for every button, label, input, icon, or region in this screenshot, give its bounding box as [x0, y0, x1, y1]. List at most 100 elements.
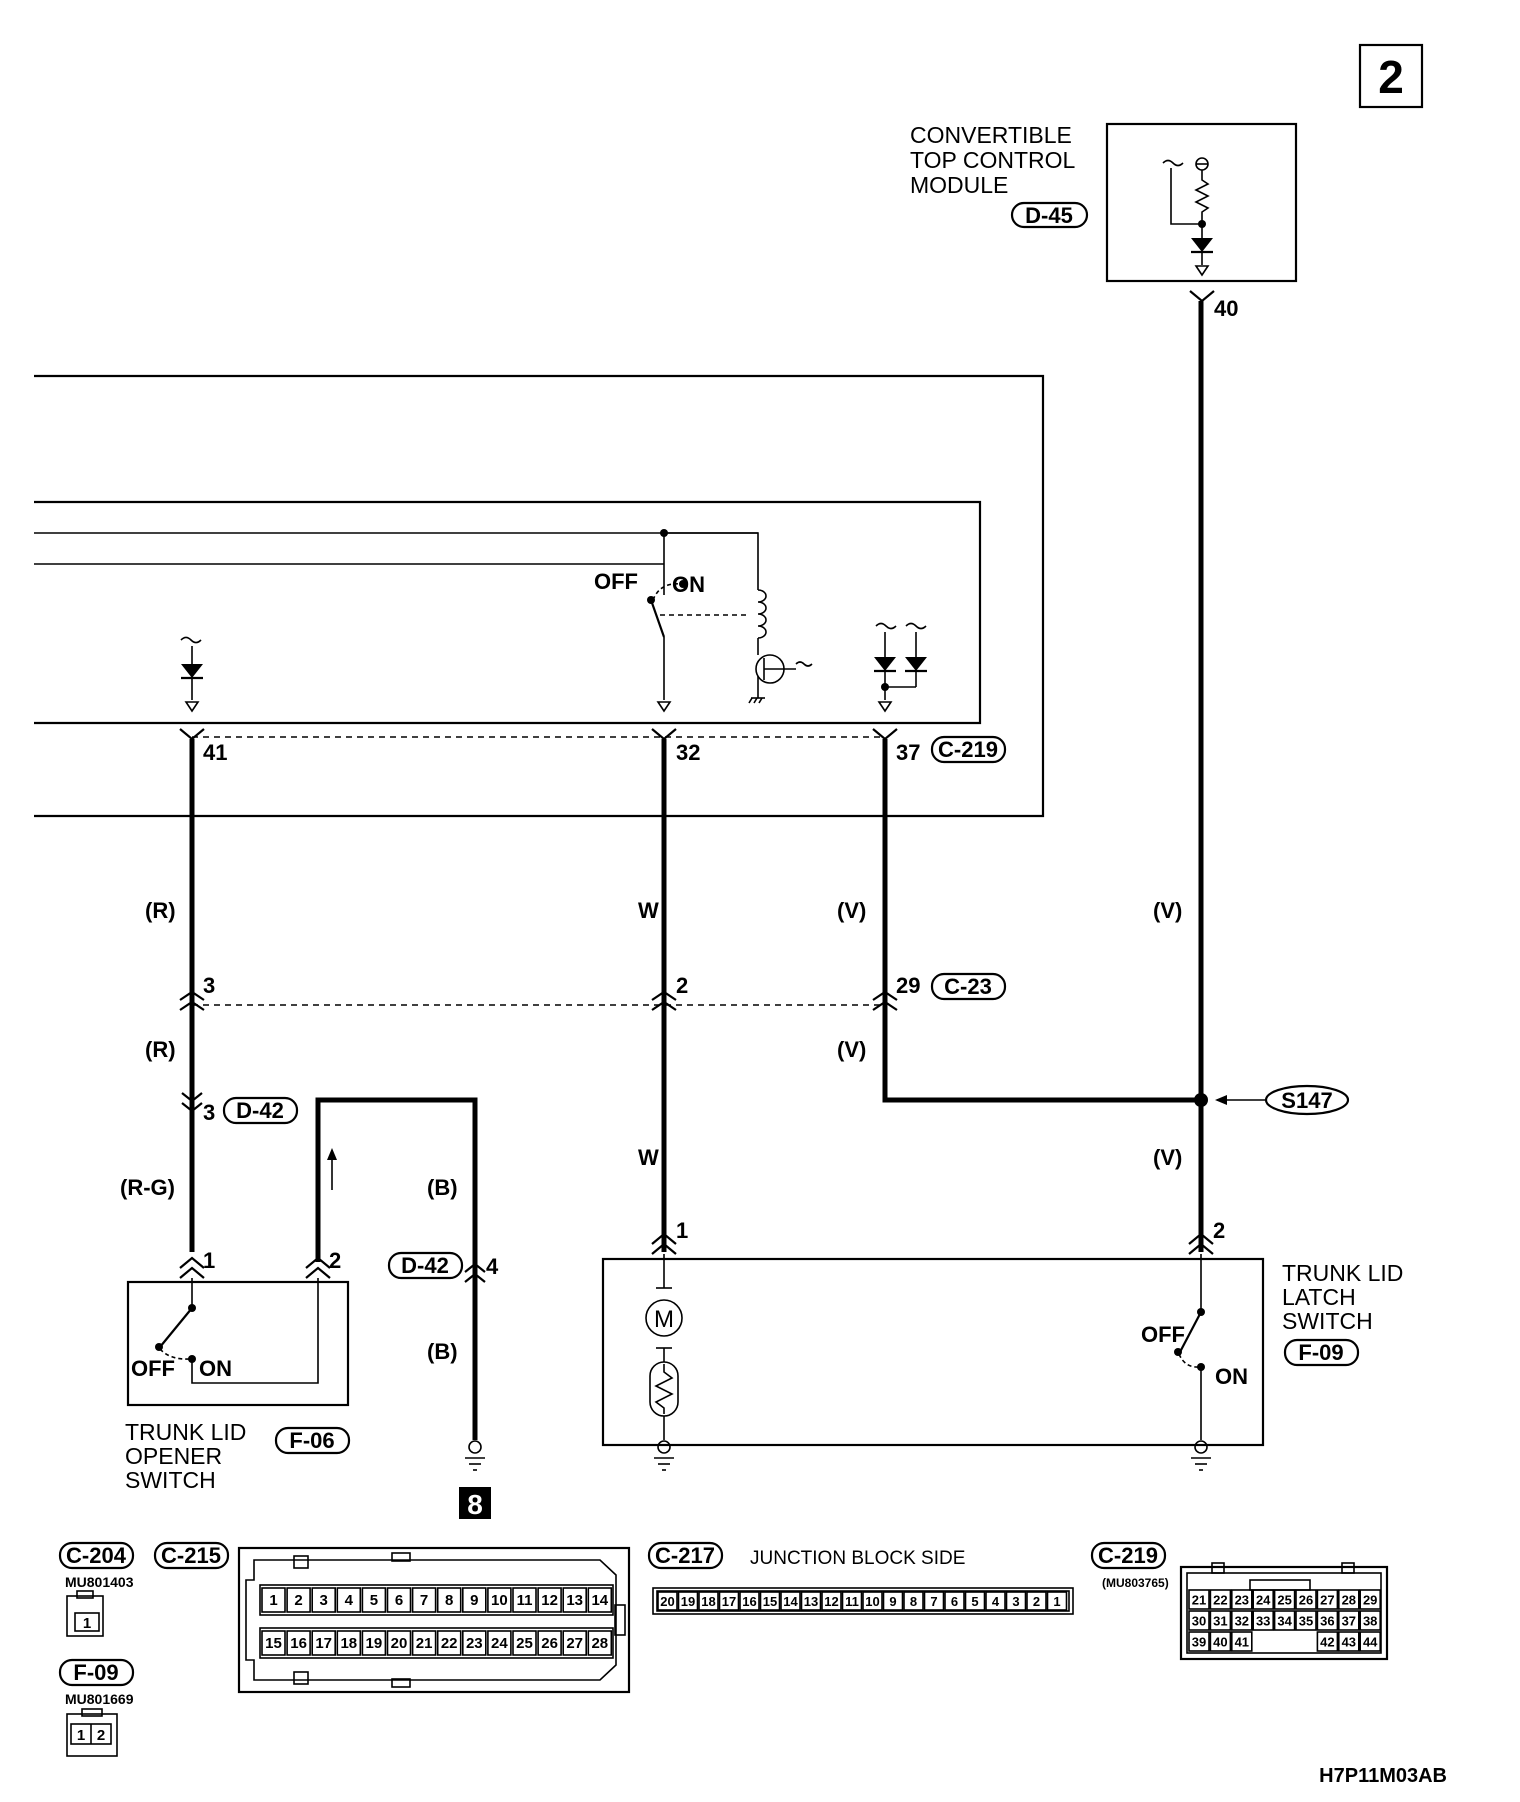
c215-pin-19-cell [361, 1630, 387, 1656]
latch-switch-pin-1: 1 [676, 1218, 688, 1243]
wire-color-32-lower: W [638, 1145, 659, 1170]
c215-pin-27-cell [562, 1630, 588, 1656]
c217-pin-5-cell [964, 1591, 986, 1611]
c215-pin-9-cell [461, 1587, 487, 1613]
c219-pin-32: 32 [676, 740, 700, 765]
c215-pin-3-cell [311, 1587, 337, 1613]
c217-pin-9-cell [882, 1591, 904, 1611]
c215-pin-23-cell [461, 1630, 487, 1656]
c215-pin-4: 4 [345, 1592, 354, 1609]
current-direction-arrow [327, 1148, 337, 1190]
c215-pin-17: 17 [315, 1635, 332, 1652]
c217-pin-17: 17 [722, 1594, 736, 1609]
c215-pin-9: 9 [470, 1592, 478, 1609]
c219-view-pin-34-cell [1273, 1610, 1296, 1631]
c215-pin-8: 8 [445, 1592, 453, 1609]
c217-pin-10-cell [862, 1591, 883, 1611]
c219-view-pin-24: 24 [1256, 1593, 1271, 1608]
c217-pin-12-cell [821, 1591, 842, 1611]
c215-pin-13: 13 [566, 1592, 583, 1609]
motor-symbol: M [654, 1306, 674, 1333]
c219-view-pin-23: 23 [1235, 1593, 1249, 1608]
latch-switch-label-line-1: TRUNK LID [1282, 1260, 1403, 1286]
c215-pin-1-cell [261, 1587, 286, 1613]
connector-d42-pin3: 3 D-42 [181, 1092, 299, 1125]
c217-pin-13: 13 [804, 1594, 818, 1609]
c219-view-pin-28: 28 [1342, 1593, 1356, 1608]
c219-view-pin-21-cell [1188, 1589, 1210, 1610]
opener-switch-on-label: ON [199, 1356, 232, 1381]
module-label-line-2: TOP CONTROL [910, 147, 1075, 173]
connector-c219-terminals: 41 32 37 C-219 [179, 728, 1007, 765]
c215-pin-19: 19 [366, 1635, 383, 1652]
c217-pin-1-cell [1046, 1591, 1068, 1611]
wire-color-labels: (R) (R) (R-G) W W (V) (V) (V) (V) (B) (B… [120, 898, 1182, 1364]
wire-color-ground-lower: (B) [427, 1339, 458, 1364]
c219-view-pin-33-cell [1252, 1610, 1274, 1631]
opener-switch-label-line-3: SWITCH [125, 1467, 216, 1493]
wire-color-ground-upper: (B) [427, 1175, 458, 1200]
c217-pin-3-cell [1005, 1591, 1027, 1611]
trunk-lid-latch-switch: 1 2 M OFF ON TRUNK LID LATCH SWITCH [601, 1218, 1403, 1471]
c215-pin-15-cell [261, 1630, 286, 1656]
c215-pin-17-cell [311, 1630, 337, 1656]
c219-view-pin-36-cell [1316, 1610, 1339, 1631]
latch-switch-label-line-3: SWITCH [1282, 1308, 1373, 1334]
opener-switch-off-label: OFF [131, 1356, 175, 1381]
page-number-box: 2 [1358, 43, 1424, 109]
c217-pin-1: 1 [1053, 1594, 1060, 1609]
c219-view-pin-38-cell [1359, 1610, 1381, 1631]
c219-pin-37: 37 [896, 740, 920, 765]
c217-pin-15-cell [759, 1591, 781, 1611]
c219-view-pin-41: 41 [1235, 1635, 1249, 1650]
c215-pin-1: 1 [269, 1592, 277, 1609]
c204-pin-1: 1 [83, 1615, 91, 1632]
c217-pin-2-cell [1026, 1591, 1047, 1611]
c219-view-pin-29: 29 [1363, 1593, 1377, 1608]
c217-pin-17-cell [718, 1591, 740, 1611]
latch-switch-connector-id: F-09 [1298, 1340, 1343, 1365]
c215-pin-2: 2 [294, 1592, 302, 1609]
c215-pin-11: 11 [517, 1592, 533, 1609]
latch-switch-pin-2: 2 [1213, 1218, 1225, 1243]
c219-view-pin-42-cell [1316, 1631, 1339, 1652]
connector-view-c204: C-204 MU801403 1 [58, 1541, 135, 1637]
c219-view-pin-35-cell [1295, 1610, 1317, 1631]
c219-view-pin-32-cell [1231, 1610, 1253, 1631]
c217-pin-19-cell [677, 1591, 699, 1611]
module-label-line-3: MODULE [910, 172, 1008, 198]
c217-pin-12: 12 [824, 1594, 838, 1609]
c217-pin-19: 19 [681, 1594, 695, 1609]
c219-view-pin-30-cell [1188, 1610, 1210, 1631]
c215-pin-4-cell [336, 1587, 362, 1613]
convertible-top-control-module: CONVERTIBLE TOP CONTROL MODULE D-45 40 [910, 122, 1298, 321]
c215-pin-5-cell [361, 1587, 387, 1613]
c215-pin-26-cell [537, 1630, 562, 1656]
trunk-lid-opener-switch: 1 2 OFF ON TRUNK LID OPENER SWITCH F-06 [125, 1248, 351, 1493]
connector-c23-terminals: 3 2 29 C-23 [179, 972, 1007, 1011]
c215-pin-20-cell [386, 1630, 412, 1656]
d42-connector-id: D-42 [236, 1098, 284, 1123]
c219-view-pin-21: 21 [1192, 1593, 1206, 1608]
f09-view-pin-2: 2 [97, 1727, 105, 1744]
f09-id: F-09 [73, 1660, 118, 1685]
junction-block-outline [34, 374, 1045, 818]
c219-view-pin-29-cell [1359, 1589, 1381, 1610]
c217-pin-8: 8 [910, 1594, 917, 1609]
relay-off-label: OFF [594, 569, 638, 594]
c215-pin-10: 10 [491, 1592, 508, 1609]
c204-id: C-204 [66, 1543, 127, 1568]
c219-pin-41: 41 [203, 740, 227, 765]
latch-switch-label-line-2: LATCH [1282, 1284, 1356, 1310]
c219-view-pin-43-cell [1338, 1631, 1360, 1652]
module-pin-40: 40 [1214, 296, 1238, 321]
c23-pin-29: 29 [896, 973, 920, 998]
c219-part-number: (MU803765) [1102, 1576, 1169, 1590]
c215-pin-16: 16 [290, 1635, 307, 1652]
c215-pin-22: 22 [441, 1635, 458, 1652]
c219-view-pin-37: 37 [1342, 1614, 1356, 1629]
c215-pin-6-cell [386, 1587, 412, 1613]
